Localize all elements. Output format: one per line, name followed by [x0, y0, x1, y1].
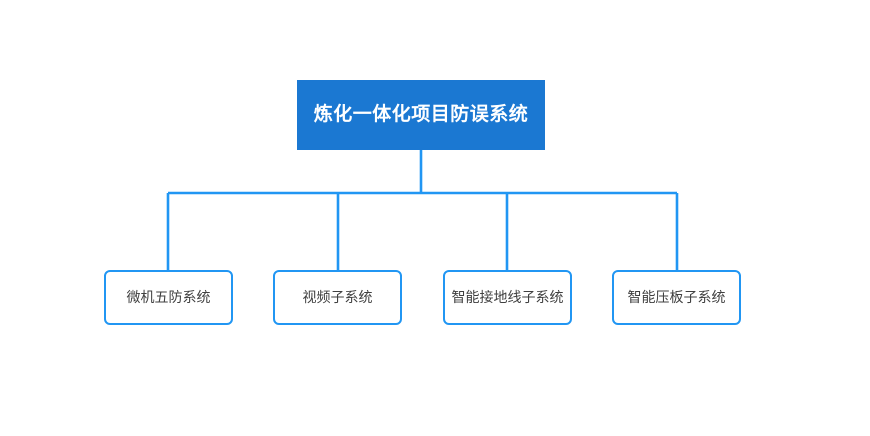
root-node[interactable]: 炼化一体化项目防误系统 — [297, 80, 545, 150]
child-node-4[interactable]: 智能压板子系统 — [612, 270, 741, 325]
child-node-4-label: 智能压板子系统 — [627, 289, 726, 306]
child-node-2[interactable]: 视频子系统 — [273, 270, 402, 325]
root-node-label: 炼化一体化项目防误系统 — [313, 103, 529, 125]
child-node-3[interactable]: 智能接地线子系统 — [443, 270, 572, 325]
child-node-3-label: 智能接地线子系统 — [451, 289, 564, 306]
child-node-1-label: 微机五防系统 — [126, 289, 211, 306]
child-node-1[interactable]: 微机五防系统 — [104, 270, 233, 325]
child-node-2-label: 视频子系统 — [302, 289, 373, 306]
